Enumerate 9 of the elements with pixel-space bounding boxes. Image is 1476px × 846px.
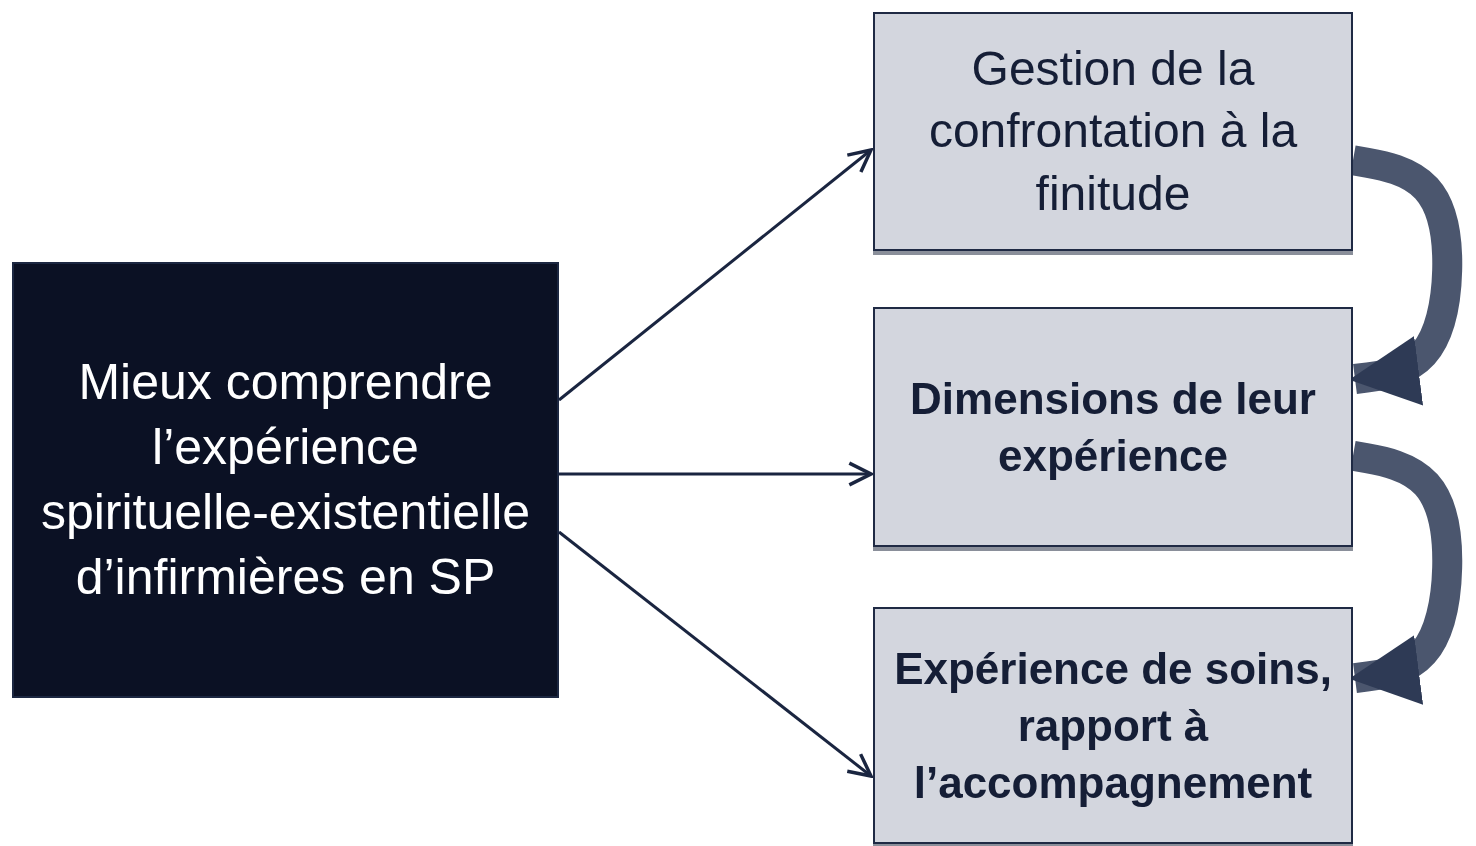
arrow bbox=[558, 530, 873, 778]
box-label: Dimensions de leur expérience bbox=[909, 372, 1317, 482]
box-label: Expérience de soins, rapport à l’accompagnement bbox=[893, 642, 1333, 810]
arrow bbox=[558, 148, 873, 402]
text-box bbox=[873, 607, 1353, 844]
arrow bbox=[559, 461, 873, 487]
box-label: Gestion de la confrontation à la finitude bbox=[927, 40, 1299, 222]
box-label: Mieux comprendre l’expérience spirituelle-existentielle d’infirmières en SP bbox=[39, 353, 532, 607]
text-box bbox=[12, 262, 559, 698]
